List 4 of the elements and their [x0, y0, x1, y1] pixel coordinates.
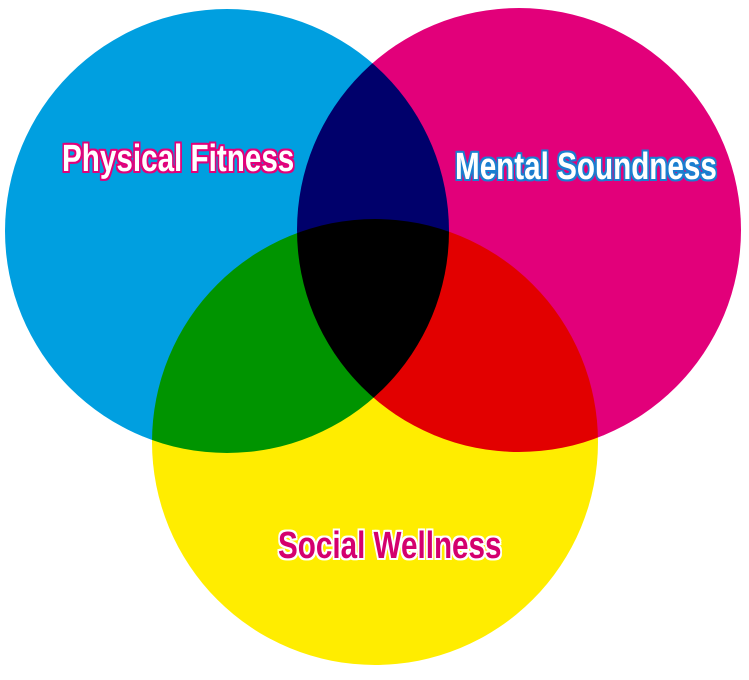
circle-label: Physical Fitness	[62, 138, 294, 181]
venn-circle	[152, 219, 598, 665]
circle-label: Mental Soundness	[455, 146, 717, 189]
circle-label: Social Wellness	[278, 525, 502, 568]
